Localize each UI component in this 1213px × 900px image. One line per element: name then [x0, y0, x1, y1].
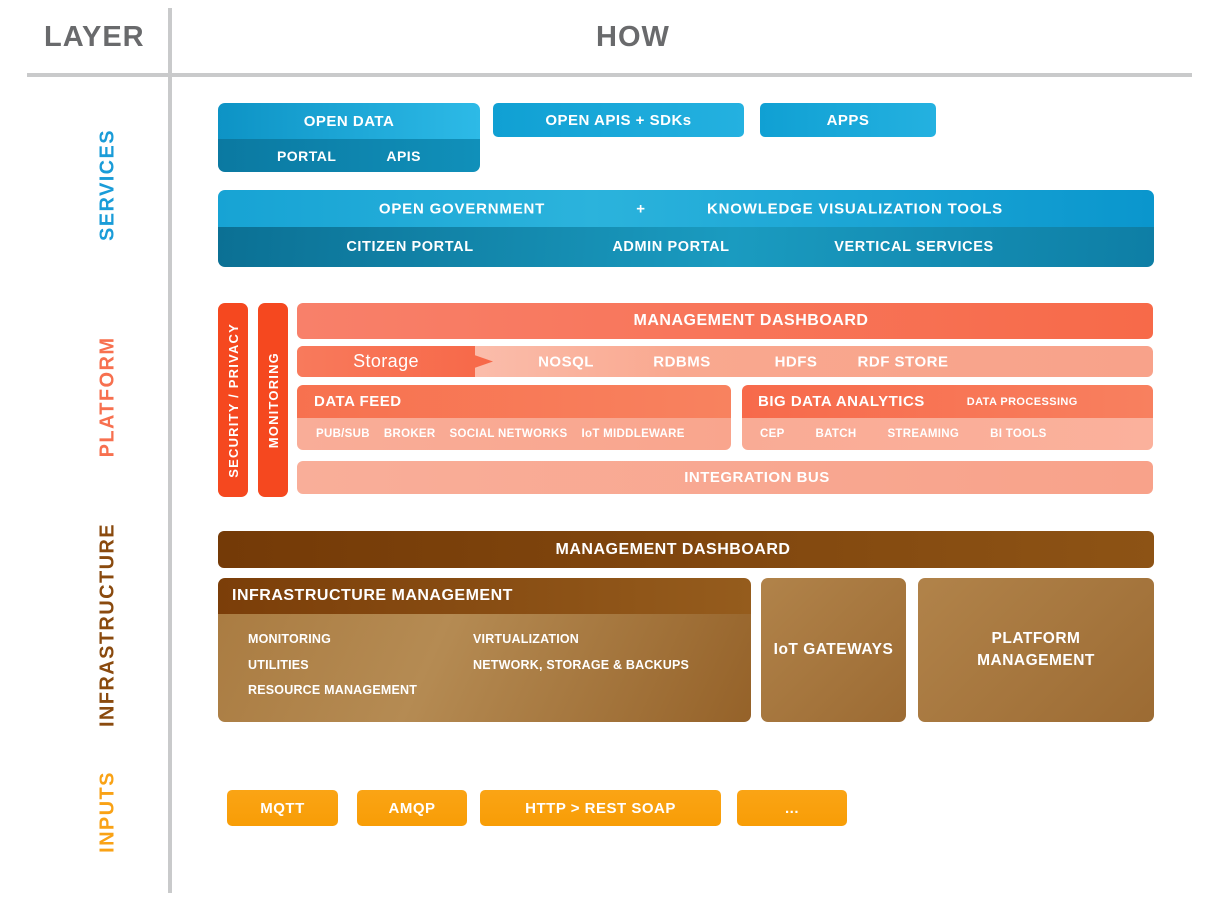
- storage-item-rdbms: RDBMS: [653, 353, 711, 370]
- layer-label-infrastructure: INFRASTRUCTURE: [96, 522, 119, 728]
- data-feed-title: DATA FEED: [297, 385, 731, 418]
- infrastructure-management-title: INFRASTRUCTURE MANAGEMENT: [218, 578, 751, 614]
- big-data-analytics-box: BIG DATA ANALYTICS DATA PROCESSING CEP B…: [742, 385, 1153, 450]
- layer-label-services: SERVICES: [96, 129, 119, 241]
- iot-gateways-box: IoT GATEWAYS: [761, 578, 906, 722]
- data-feed-item-social-networks: SOCIAL NETWORKS: [449, 428, 568, 440]
- layer-label-inputs: INPUTS: [96, 771, 119, 853]
- platform-management-label: PLATFORM MANAGEMENT: [977, 630, 1095, 669]
- knowledge-visualization-tools-label: KNOWLEDGE VISUALIZATION TOOLS: [707, 200, 1003, 217]
- layer-label-platform: PLATFORM: [96, 336, 119, 458]
- data-feed-items-row: PUB/SUB BROKER SOCIAL NETWORKS IoT MIDDL…: [297, 418, 731, 450]
- infra-items-column-2: VIRTUALIZATION NETWORK, STORAGE & BACKUP…: [473, 627, 689, 678]
- security-privacy-bar: SECURITY / PRIVACY: [218, 303, 248, 497]
- monitoring-label: MONITORING: [265, 351, 281, 449]
- open-data-title: OPEN DATA: [218, 103, 480, 139]
- big-data-analytics-header: BIG DATA ANALYTICS DATA PROCESSING: [742, 385, 1153, 418]
- monitoring-bar: MONITORING: [258, 303, 288, 497]
- open-data-item-portal: PORTAL: [276, 147, 337, 164]
- open-data-item-apis: APIS: [386, 147, 422, 164]
- infra-item-network-storage-backups: NETWORK, STORAGE & BACKUPS: [473, 657, 690, 672]
- data-feed-item-iot-middleware: IoT MIDDLEWARE: [581, 428, 685, 440]
- data-feed-item-broker: BROKER: [383, 428, 436, 440]
- storage-item-hdfs: HDFS: [774, 353, 818, 370]
- input-amqp-box: AMQP: [357, 790, 467, 826]
- infra-item-virtualization: VIRTUALIZATION: [473, 632, 580, 646]
- portals-row: CITIZEN PORTAL ADMIN PORTAL VERTICAL SER…: [218, 227, 1154, 267]
- infrastructure-management-dashboard-bar: MANAGEMENT DASHBOARD: [218, 531, 1154, 568]
- storage-arrow-segment: Storage: [297, 346, 493, 377]
- big-data-item-batch: BATCH: [815, 428, 857, 440]
- infra-items-column-1: MONITORING UTILITIES RESOURCE MANAGEMENT: [248, 627, 417, 704]
- input-mqtt-box: MQTT: [227, 790, 338, 826]
- admin-portal-label: ADMIN PORTAL: [612, 239, 730, 255]
- big-data-item-bi-tools: BI TOOLS: [990, 428, 1047, 440]
- open-government-label: OPEN GOVERNMENT: [378, 200, 546, 217]
- data-processing-label: DATA PROCESSING: [966, 395, 1078, 408]
- integration-bus-bar: INTEGRATION BUS: [297, 461, 1153, 494]
- citizen-portal-label: CITIZEN PORTAL: [346, 239, 474, 255]
- column-divider-line: [168, 8, 172, 893]
- storage-item-nosql: NOSQL: [538, 353, 594, 370]
- input-ellipsis-box: ...: [737, 790, 847, 826]
- storage-row: Storage NOSQL RDBMS HDFS RDF STORE: [297, 346, 1153, 377]
- open-data-box: OPEN DATA PORTAL APIS: [218, 103, 480, 172]
- how-column-title: HOW: [596, 21, 670, 53]
- apps-box: APPS: [760, 103, 936, 137]
- big-data-analytics-title: BIG DATA ANALYTICS: [758, 393, 925, 410]
- open-data-sub-row: PORTAL APIS: [218, 139, 480, 172]
- big-data-items-row: CEP BATCH STREAMING BI TOOLS: [742, 418, 1153, 450]
- input-http-rest-soap-box: HTTP > REST SOAP: [480, 790, 721, 826]
- data-feed-item-pubsub: PUB/SUB: [316, 428, 370, 440]
- infrastructure-management-box: INFRASTRUCTURE MANAGEMENT MONITORING UTI…: [218, 578, 751, 722]
- vertical-services-label: VERTICAL SERVICES: [834, 239, 994, 255]
- infra-item-resource-management: RESOURCE MANAGEMENT: [248, 683, 418, 697]
- big-data-item-cep: CEP: [760, 428, 785, 440]
- platform-management-dashboard-bar: MANAGEMENT DASHBOARD: [297, 303, 1153, 339]
- storage-label: Storage: [353, 351, 419, 371]
- data-feed-box: DATA FEED PUB/SUB BROKER SOCIAL NETWORKS…: [297, 385, 731, 450]
- open-government-row: OPEN GOVERNMENT + KNOWLEDGE VISUALIZATIO…: [218, 190, 1154, 227]
- header-divider-line: [27, 73, 1192, 77]
- infra-item-utilities: UTILITIES: [248, 657, 309, 672]
- infrastructure-management-body: MONITORING UTILITIES RESOURCE MANAGEMENT…: [218, 614, 751, 722]
- layer-column-title: LAYER: [44, 21, 145, 53]
- infra-item-monitoring: MONITORING: [248, 632, 332, 646]
- platform-management-box: PLATFORM MANAGEMENT: [918, 578, 1154, 722]
- storage-item-rdf-store: RDF STORE: [857, 353, 949, 370]
- open-apis-sdks-box: OPEN APIS + SDKs: [493, 103, 744, 137]
- open-government-band: OPEN GOVERNMENT + KNOWLEDGE VISUALIZATIO…: [218, 190, 1154, 267]
- big-data-item-streaming: STREAMING: [887, 428, 960, 440]
- security-privacy-label: SECURITY / PRIVACY: [225, 322, 241, 478]
- plus-sign: +: [636, 200, 646, 217]
